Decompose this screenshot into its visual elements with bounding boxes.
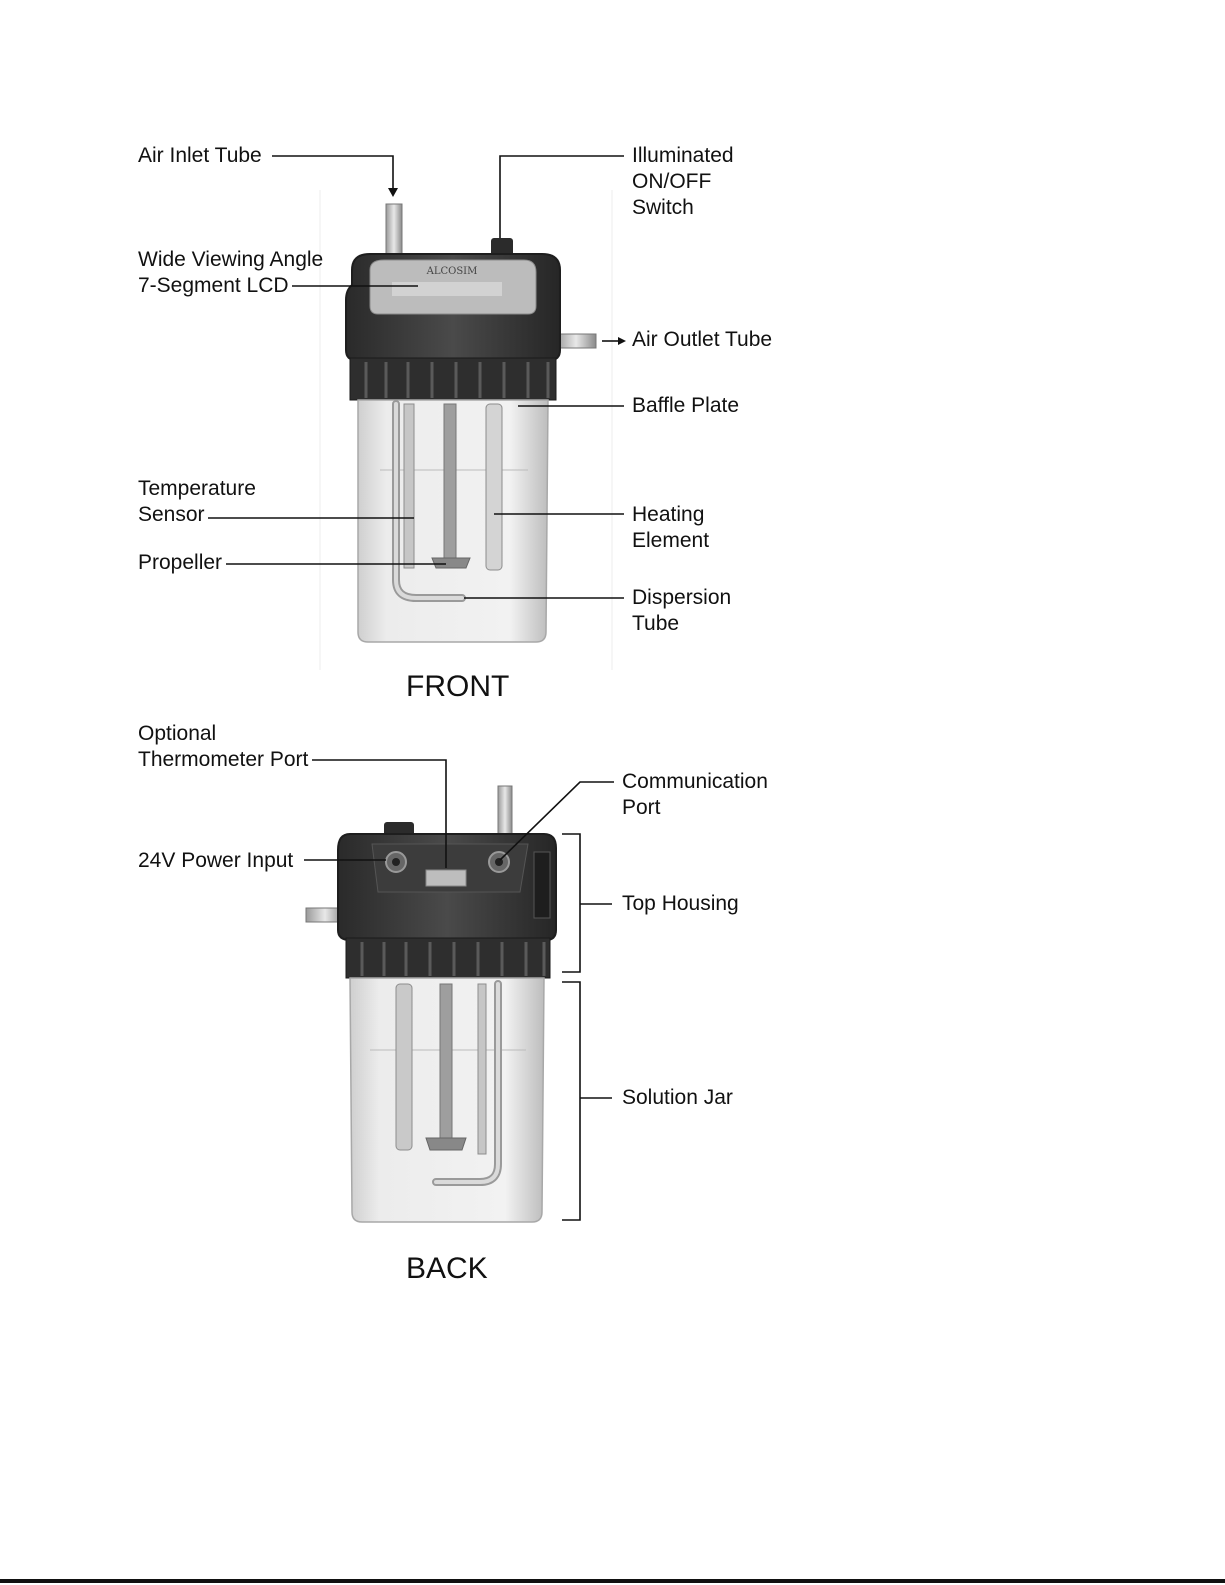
label-baffle-plate: Baffle Plate [632, 394, 739, 417]
label-propeller: Propeller [138, 551, 222, 574]
heating-element [486, 404, 502, 570]
front-collar [350, 358, 556, 400]
label-switch-l1: Illuminated [632, 144, 734, 167]
propeller-shaft [444, 404, 456, 560]
air-inlet-tube [386, 204, 402, 260]
label-dispersion-tube: Dispersion Tube [632, 586, 737, 635]
propeller [432, 558, 470, 568]
caption-front: FRONT [406, 670, 509, 703]
label-power-input: 24V Power Input [138, 849, 293, 872]
back-device [306, 786, 556, 1222]
label-lcd: Wide Viewing Angle 7-Segment LCD [138, 248, 329, 297]
back-collar [346, 938, 550, 978]
label-air-inlet-tube: Air Inlet Tube [138, 144, 262, 167]
thermometer-port [426, 870, 466, 886]
brand-logo: ALCOSIM [426, 266, 478, 277]
temperature-sensor [404, 404, 414, 568]
label-switch-l3: Switch [632, 196, 694, 219]
label-heating-element: Heating Element [632, 503, 710, 552]
air-outlet-tube [556, 334, 596, 348]
label-top-housing: Top Housing [622, 892, 739, 915]
label-switch-l2: ON/OFF [632, 170, 711, 193]
label-solution-jar: Solution Jar [622, 1086, 733, 1109]
label-switch: Illuminated ON/OFF Switch [632, 144, 739, 219]
caption-back: BACK [406, 1252, 488, 1285]
page-bottom-rule [0, 1579, 1225, 1583]
label-air-outlet-tube: Air Outlet Tube [632, 328, 772, 351]
label-thermometer-port: Optional Thermometer Port [138, 722, 309, 771]
label-communication-port: Communication Port [622, 770, 774, 819]
back-top-tube [498, 786, 512, 836]
